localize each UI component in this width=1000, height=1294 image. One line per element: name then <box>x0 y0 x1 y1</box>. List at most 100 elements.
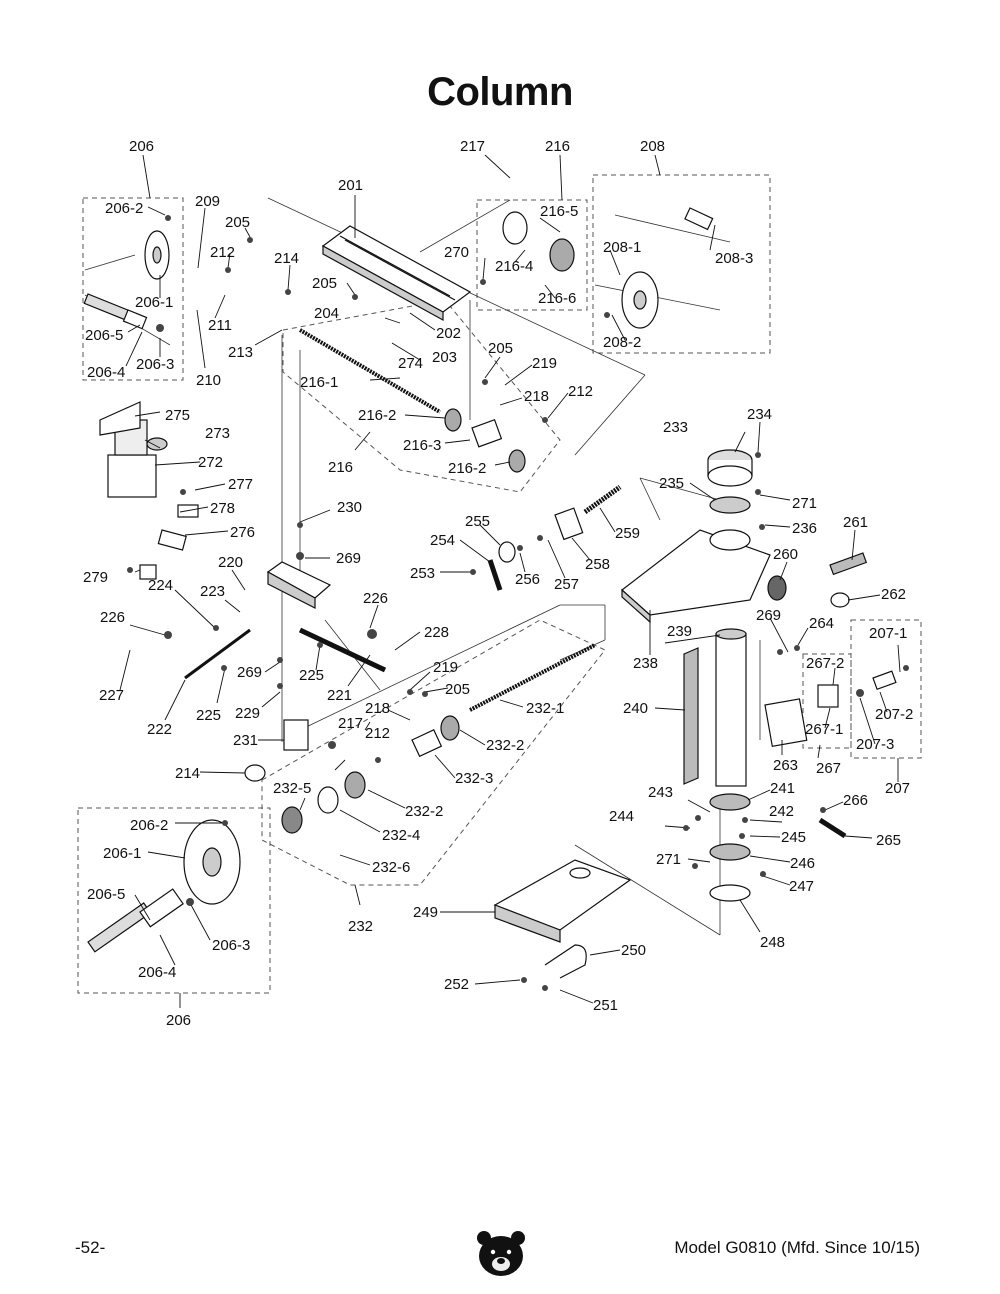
callout-205: 205 <box>225 214 250 231</box>
bearing-232-2-b <box>344 771 366 799</box>
gear-216-5 <box>549 238 575 272</box>
callout-205: 205 <box>445 681 470 698</box>
callout-232-1: 232-1 <box>526 700 564 717</box>
callout-207-2: 207-2 <box>875 706 913 723</box>
callout-210: 210 <box>196 372 221 389</box>
callout-224: 224 <box>148 577 173 594</box>
group-box-206-top <box>82 197 184 381</box>
callout-256: 256 <box>515 571 540 588</box>
callout-217: 217 <box>338 715 363 732</box>
callout-216-4: 216-4 <box>495 258 533 275</box>
group-box-216 <box>476 199 588 311</box>
callout-230: 230 <box>337 499 362 516</box>
callout-231: 231 <box>233 732 258 749</box>
callout-219: 219 <box>532 355 557 372</box>
callout-227: 227 <box>99 687 124 704</box>
callout-265: 265 <box>876 832 901 849</box>
page-title: Column <box>427 70 573 114</box>
rack-240 <box>683 647 699 785</box>
callout-208-1: 208-1 <box>603 239 641 256</box>
callout-211: 211 <box>208 317 232 334</box>
block-279 <box>139 564 157 580</box>
callout-221: 221 <box>327 687 352 704</box>
callout-241: 241 <box>770 780 795 797</box>
hardware <box>127 215 909 991</box>
callout-271: 271 <box>656 851 681 868</box>
gear-260 <box>767 575 787 601</box>
callout-232-3: 232-3 <box>455 770 493 787</box>
callout-207: 207 <box>885 780 910 797</box>
callout-216-2: 216-2 <box>448 460 486 477</box>
collar-241 <box>709 793 751 811</box>
callout-276: 276 <box>230 524 255 541</box>
arm-238 <box>621 529 771 624</box>
callout-260: 260 <box>773 546 798 563</box>
callout-263: 263 <box>773 757 798 774</box>
handle-254 <box>487 559 503 591</box>
bracket-267-1 <box>817 684 839 708</box>
callout-232-2: 232-2 <box>486 737 524 754</box>
callout-214: 214 <box>274 250 299 267</box>
callout-251: 251 <box>593 997 618 1014</box>
callout-257: 257 <box>554 576 579 593</box>
callout-labels: 201 202 203 204 205 205 205 205 206 206-… <box>83 138 913 1029</box>
callout-247: 247 <box>789 878 814 895</box>
callout-216-1: 216-1 <box>300 374 338 391</box>
callout-206-4: 206-4 <box>138 964 176 981</box>
page-number: -52- <box>75 1238 106 1257</box>
table-201 <box>321 225 472 322</box>
callout-254: 254 <box>430 532 455 549</box>
callout-267-2: 267-2 <box>806 655 844 672</box>
group-box-208 <box>592 174 771 354</box>
callout-214: 214 <box>175 765 200 782</box>
callout-278: 278 <box>210 500 235 517</box>
handwheel-206-1-top <box>144 230 170 280</box>
callout-225: 225 <box>299 667 324 684</box>
callout-204: 204 <box>314 305 339 322</box>
leader-lines <box>119 154 901 1008</box>
cap-233 <box>707 449 753 487</box>
model-text: Model G0810 (Mfd. Since 10/15) <box>674 1238 920 1257</box>
callout-208-2: 208-2 <box>603 334 641 351</box>
callout-271: 271 <box>792 495 817 512</box>
callout-270: 270 <box>444 244 469 261</box>
callout-272: 272 <box>198 454 223 471</box>
callout-206: 206 <box>129 138 154 155</box>
handle-206-4-bottom <box>139 888 184 928</box>
callout-238: 238 <box>633 655 658 672</box>
callout-208: 208 <box>640 138 665 155</box>
part-illustrations <box>83 207 897 979</box>
dial-216-4 <box>502 211 528 245</box>
callout-218: 218 <box>365 700 390 717</box>
power-feed-272 <box>99 401 157 498</box>
callout-206-1: 206-1 <box>135 294 173 311</box>
callout-205: 205 <box>312 275 337 292</box>
handle-206-4-top <box>122 309 148 330</box>
callout-219: 219 <box>433 659 458 676</box>
callout-212: 212 <box>568 383 593 400</box>
callout-206-2: 206-2 <box>130 817 168 834</box>
callout-269: 269 <box>237 664 262 681</box>
callout-201: 201 <box>338 177 363 194</box>
saddle-220 <box>266 561 332 609</box>
callout-236: 236 <box>792 520 817 537</box>
callout-246: 246 <box>790 855 815 872</box>
callout-233: 233 <box>663 419 688 436</box>
callout-206-3: 206-3 <box>136 356 174 373</box>
u-bolt-250 <box>544 944 587 979</box>
callout-223: 223 <box>200 583 225 600</box>
callout-208-3: 208-3 <box>715 250 753 267</box>
callout-269: 269 <box>336 550 361 567</box>
callout-216-2: 216-2 <box>358 407 396 424</box>
callout-243: 243 <box>648 784 673 801</box>
ring-248 <box>709 884 751 902</box>
gib-222 <box>184 628 251 680</box>
bearing-232-2-a <box>440 715 460 741</box>
callout-253: 253 <box>410 565 435 582</box>
callout-267-1: 267-1 <box>805 721 843 738</box>
callout-279: 279 <box>83 569 108 586</box>
callout-249: 249 <box>413 904 438 921</box>
bracket-276 <box>157 529 187 551</box>
callout-226: 226 <box>100 609 125 626</box>
callout-248: 248 <box>760 934 785 951</box>
